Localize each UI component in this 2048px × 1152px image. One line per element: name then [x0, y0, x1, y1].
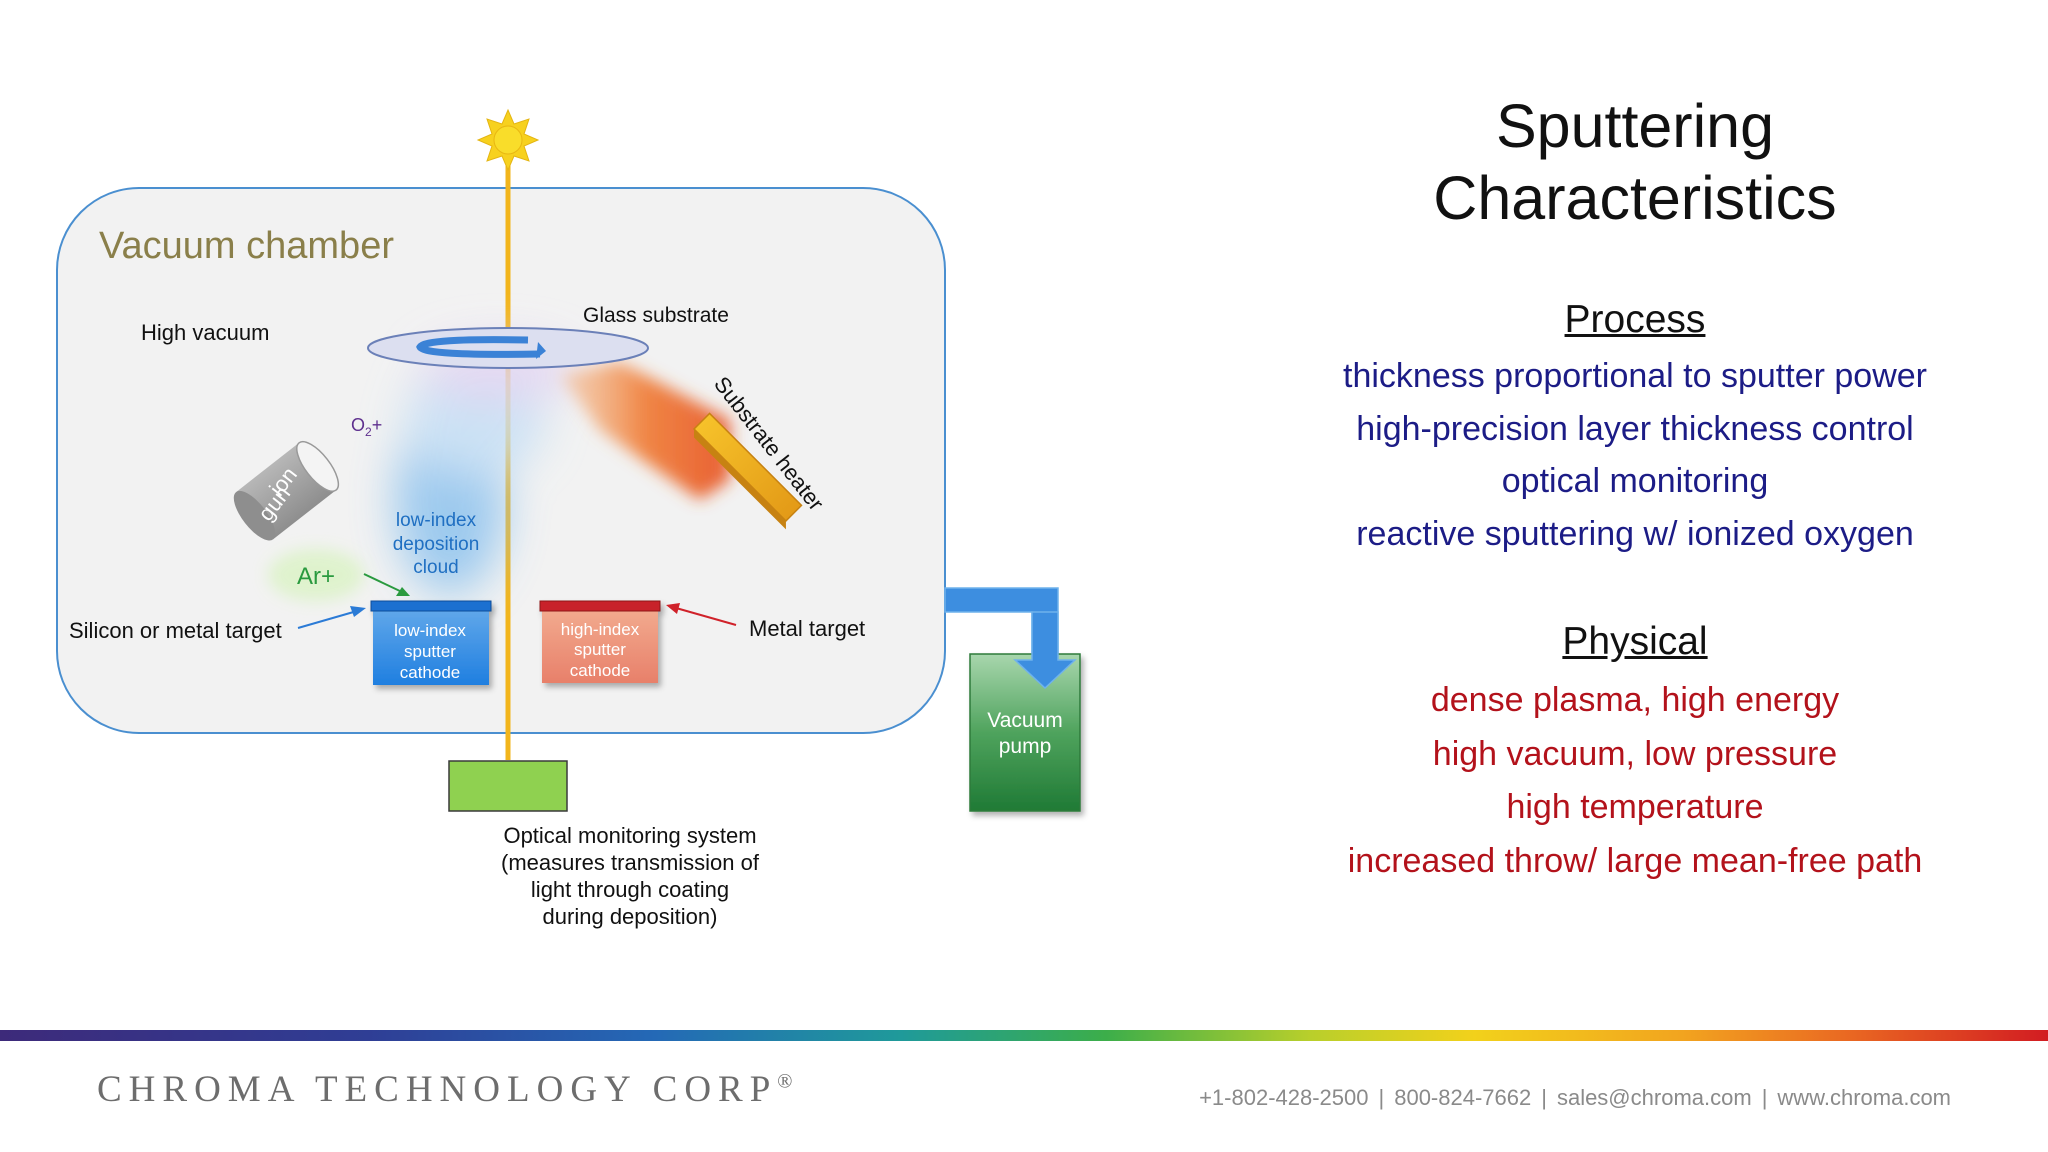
optical-label-2: (measures transmission of — [501, 850, 760, 875]
process-heading: Process — [1564, 298, 1706, 341]
high-index-cathode — [539, 600, 661, 683]
ar-ion-bubble — [268, 549, 364, 601]
low-cathode-label-3: cathode — [400, 663, 461, 682]
ar-arrowhead — [396, 587, 410, 596]
metal-target-arrowhead — [666, 603, 680, 614]
metal-target-label: Metal target — [749, 616, 865, 641]
cloud-label-3: cloud — [413, 557, 458, 578]
physical-list: dense plasma, high energy high vacuum, l… — [1250, 674, 2020, 888]
brand-name: CHROMA TECHNOLOGY CORP — [97, 1069, 778, 1110]
metal-target-arrow — [675, 607, 737, 626]
separator: | — [1761, 1085, 1768, 1110]
title-line-1: Sputtering — [1495, 92, 1775, 160]
high-vacuum-label: High vacuum — [141, 320, 269, 345]
ar-ion-label: Ar+ — [297, 563, 335, 590]
pump-arrow-icon — [1013, 611, 1077, 690]
vacuum-pump — [969, 653, 1081, 812]
physical-item: dense plasma, high energy — [1430, 681, 1840, 719]
silicon-target-arrowhead — [350, 606, 366, 617]
cloud-label-2: deposition — [393, 534, 480, 555]
process-item: thickness proportional to sputter power — [1343, 357, 1927, 395]
physical-item: high vacuum, low pressure — [1432, 734, 1838, 773]
glass-substrate — [367, 327, 649, 369]
optical-monitor-box — [448, 760, 568, 812]
heat-plume — [560, 362, 730, 500]
phone-primary: +1-802-428-2500 — [1199, 1085, 1369, 1110]
physical-item: high temperature — [1506, 788, 1764, 826]
email-link[interactable]: sales@chroma.com — [1556, 1085, 1752, 1110]
low-index-cathode — [370, 600, 492, 685]
website-link[interactable]: www.chroma.com — [1777, 1085, 1951, 1110]
optical-label-3: light through coating — [531, 877, 729, 902]
physical-item: increased throw/ large mean-free path — [1347, 841, 1923, 880]
low-cathode-label-1: low-index — [394, 621, 466, 640]
characteristics-panel: Sputtering Characteristics Process thick… — [1250, 90, 2020, 888]
high-cathode-label-1: high-index — [561, 620, 640, 639]
process-item: optical monitoring — [1501, 462, 1769, 500]
company-logo: CHROMA TECHNOLOGY CORP® — [97, 1068, 793, 1111]
optical-label-4: during deposition) — [543, 904, 718, 929]
title-line-2: Characteristics — [1433, 164, 1837, 232]
cloud-label-1: low-index — [396, 510, 477, 531]
physical-heading: Physical — [1562, 620, 1708, 663]
process-item: reactive sputtering w/ ionized oxygen — [1356, 514, 1914, 553]
ion-gun — [233, 440, 340, 541]
pump-label-2: pump — [999, 735, 1052, 758]
rotation-arrow-icon — [416, 336, 541, 358]
rainbow-divider — [0, 1030, 2048, 1041]
substrate-heater — [692, 412, 803, 530]
ar-arrow — [363, 573, 403, 593]
rotation-arrowhead — [536, 342, 546, 359]
o2-ion-label: O2+ — [351, 415, 382, 439]
separator: | — [1378, 1085, 1385, 1110]
phone-tollfree: 800-824-7662 — [1394, 1085, 1532, 1110]
high-cathode-label-2: sputter — [574, 640, 626, 659]
low-cathode-label-2: sputter — [404, 642, 456, 661]
separator: | — [1541, 1085, 1547, 1110]
contact-info: +1-802-428-2500 | 800-824-7662 | sales@chrom… — [1199, 1085, 1951, 1111]
optical-label-1: Optical monitoring system — [503, 823, 756, 848]
silicon-target-label: Silicon or metal target — [69, 618, 282, 643]
process-item: high-precision layer thickness control — [1356, 409, 1914, 448]
high-cathode-label-3: cathode — [570, 661, 631, 680]
glass-substrate-label: Glass substrate — [583, 304, 729, 327]
chamber-label: Vacuum chamber — [99, 225, 394, 267]
pump-label-1: Vacuum — [987, 709, 1062, 732]
registered-mark: ® — [777, 1070, 793, 1093]
silicon-target-arrow — [297, 610, 358, 629]
page-title: Sputtering Characteristics — [1250, 90, 2020, 234]
sun-icon — [476, 108, 540, 172]
process-list: thickness proportional to sputter power … — [1250, 350, 2020, 560]
deposition-cloud — [395, 340, 580, 595]
